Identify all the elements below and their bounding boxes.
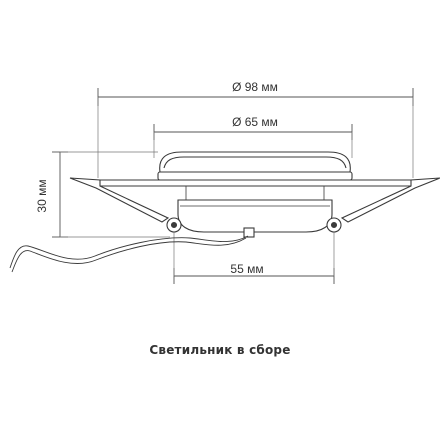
luminaire-body [69, 151, 440, 238]
left-wing [69, 177, 170, 223]
trim-ring [97, 179, 414, 187]
right-wing [340, 177, 440, 223]
cable-strand-2 [11, 237, 247, 273]
power-cable [9, 235, 249, 273]
height-label: 30 мм [35, 179, 49, 212]
inner-diameter-dimension: Ø 65 мм [153, 115, 353, 158]
cable-strand-1 [9, 235, 249, 269]
caption: Светильник в сборе [149, 343, 291, 357]
cap-base-band [157, 171, 353, 181]
right-clip-center [330, 221, 338, 229]
inner-diameter-label: Ø 65 мм [232, 115, 278, 129]
lower-housing [177, 199, 333, 233]
outer-diameter-dimension: Ø 98 мм [97, 80, 414, 178]
lens-cap-inner-line [163, 156, 347, 169]
height-dimension: 30 мм [35, 151, 170, 238]
lens-cap [159, 151, 351, 173]
outer-diameter-label: Ø 98 мм [232, 80, 278, 94]
mount-width-label: 55 мм [230, 262, 263, 276]
wire-connector [243, 227, 255, 238]
left-clip-center [170, 221, 178, 229]
mount-width-dimension: 55 мм [173, 228, 335, 284]
